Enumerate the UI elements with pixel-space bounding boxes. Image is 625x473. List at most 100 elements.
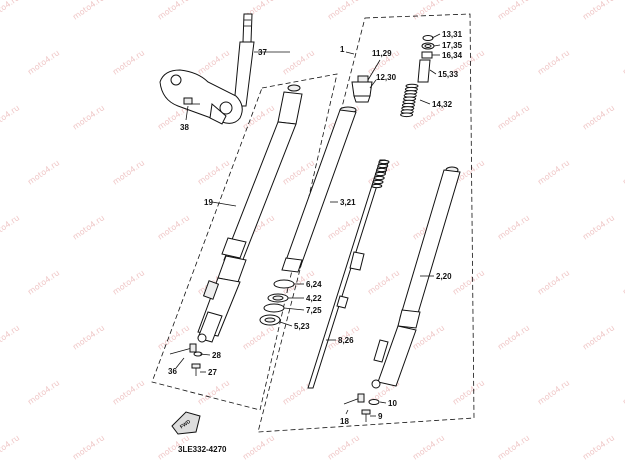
- label-18: 18: [340, 417, 349, 426]
- label-13-31: 13,31: [442, 30, 463, 39]
- watermark-text: moto4.ru: [196, 378, 231, 406]
- bolt-9: [361, 409, 371, 422]
- left-assembly-outline: [151, 73, 338, 411]
- top-small-parts: [417, 35, 435, 83]
- watermark-text: moto4.ru: [111, 48, 146, 76]
- watermark-text: moto4.ru: [111, 158, 146, 186]
- label-2-20: 2,20: [436, 272, 452, 281]
- leader-17-35: [433, 44, 441, 47]
- watermark-text: moto4.ru: [496, 323, 531, 351]
- washer-10: [368, 399, 380, 405]
- watermark-text: moto4.ru: [71, 433, 106, 461]
- watermark-text: moto4.ru: [26, 268, 61, 296]
- reference-code: 3LE332-4270: [178, 445, 227, 454]
- leader-11-29: [367, 59, 381, 81]
- spring-coil: [400, 112, 414, 118]
- label-36: 36: [168, 367, 177, 376]
- watermark-text: moto4.ru: [196, 158, 231, 186]
- watermark-text: moto4.ru: [0, 323, 21, 351]
- label-37: 37: [258, 48, 267, 57]
- watermark-text: moto4.ru: [621, 158, 625, 186]
- watermark-text: moto4.ru: [26, 158, 61, 186]
- watermark-text: moto4.ru: [621, 378, 625, 406]
- leader-7-25: [283, 307, 305, 311]
- front-arrow-text: FWD: [179, 419, 192, 431]
- spring-coil: [378, 159, 390, 165]
- watermark-text: moto4.ru: [536, 268, 571, 296]
- label-38: 38: [180, 123, 189, 132]
- leader-14-32: [419, 99, 431, 105]
- leader-10: [379, 401, 387, 404]
- label-9: 9: [378, 412, 383, 421]
- watermark-text: moto4.ru: [0, 213, 21, 241]
- watermark-text: moto4.ru: [156, 0, 191, 22]
- watermark-text: moto4.ru: [156, 323, 191, 351]
- leader-15-33: [429, 69, 437, 75]
- label-17-35: 17,35: [442, 41, 463, 50]
- spring-coil: [376, 167, 388, 173]
- leader-18: [345, 409, 349, 415]
- watermark-text: moto4.ru: [496, 213, 531, 241]
- watermark-text: moto4.ru: [451, 268, 486, 296]
- watermark-text: moto4.ru: [111, 378, 146, 406]
- spring-coil: [377, 163, 389, 169]
- label-19: 19: [204, 198, 213, 207]
- watermark-text: moto4.ru: [26, 48, 61, 76]
- label-3-21: 3,21: [340, 198, 356, 207]
- inner-tube: [281, 106, 357, 273]
- watermark-text: moto4.ru: [156, 213, 191, 241]
- leader-13-31: [431, 33, 441, 39]
- watermark-text: moto4.ru: [71, 0, 106, 22]
- fork-tube-left: [197, 84, 303, 343]
- watermark-text: moto4.ru: [0, 103, 21, 131]
- watermark-text: moto4.ru: [536, 48, 571, 76]
- label-6-24: 6,24: [306, 280, 322, 289]
- spring-coil: [374, 171, 386, 177]
- spring: [371, 159, 390, 189]
- spring-coil: [372, 179, 384, 185]
- leader-5-23: [279, 321, 293, 327]
- watermark-text: moto4.ru: [26, 378, 61, 406]
- front-arrow-icon: FWD: [171, 411, 201, 435]
- watermark-text: moto4.ru: [71, 323, 106, 351]
- label-14-32: 14,32: [432, 100, 453, 109]
- label-16-34: 16,34: [442, 51, 463, 60]
- watermark-text: moto4.ru: [241, 103, 276, 131]
- fork-tube-right: [371, 166, 461, 389]
- fork-spring-top: [400, 83, 419, 118]
- watermark-text: moto4.ru: [241, 323, 276, 351]
- label-7-25: 7,25: [306, 306, 322, 315]
- oil-seal-parts: [259, 279, 295, 326]
- label-4-22: 4,22: [306, 294, 322, 303]
- leader-28: [199, 353, 211, 356]
- label-12-30: 12,30: [376, 73, 397, 82]
- watermark-text: moto4.ru: [581, 433, 616, 461]
- watermark-text: moto4.ru: [281, 158, 316, 186]
- watermark-text: moto4.ru: [326, 433, 361, 461]
- watermark-text: moto4.ru: [621, 268, 625, 296]
- watermark-text: moto4.ru: [581, 323, 616, 351]
- watermark-text: moto4.ru: [71, 213, 106, 241]
- watermark-text: moto4.ru: [411, 0, 446, 22]
- leader-38: [185, 105, 189, 121]
- spring-coil: [371, 183, 383, 189]
- right-assembly-outline: [257, 13, 475, 433]
- label-1: 1: [340, 45, 345, 54]
- watermark-text: moto4.ru: [281, 48, 316, 76]
- label-10: 10: [388, 399, 397, 408]
- leader-12-30: [369, 79, 377, 89]
- bolt-38: [183, 97, 200, 105]
- watermark-text: moto4.ru: [536, 158, 571, 186]
- label-8-26: 8,26: [338, 336, 354, 345]
- steering-stem: [159, 13, 255, 125]
- watermark-text: moto4.ru: [496, 0, 531, 22]
- watermark-text: moto4.ru: [451, 378, 486, 406]
- watermark-text: moto4.ru: [496, 103, 531, 131]
- label-27: 27: [208, 368, 217, 377]
- watermark-text: moto4.ru: [0, 433, 21, 461]
- watermark-text: moto4.ru: [411, 433, 446, 461]
- spring-coil: [373, 175, 385, 181]
- watermark-text: moto4.ru: [0, 0, 21, 22]
